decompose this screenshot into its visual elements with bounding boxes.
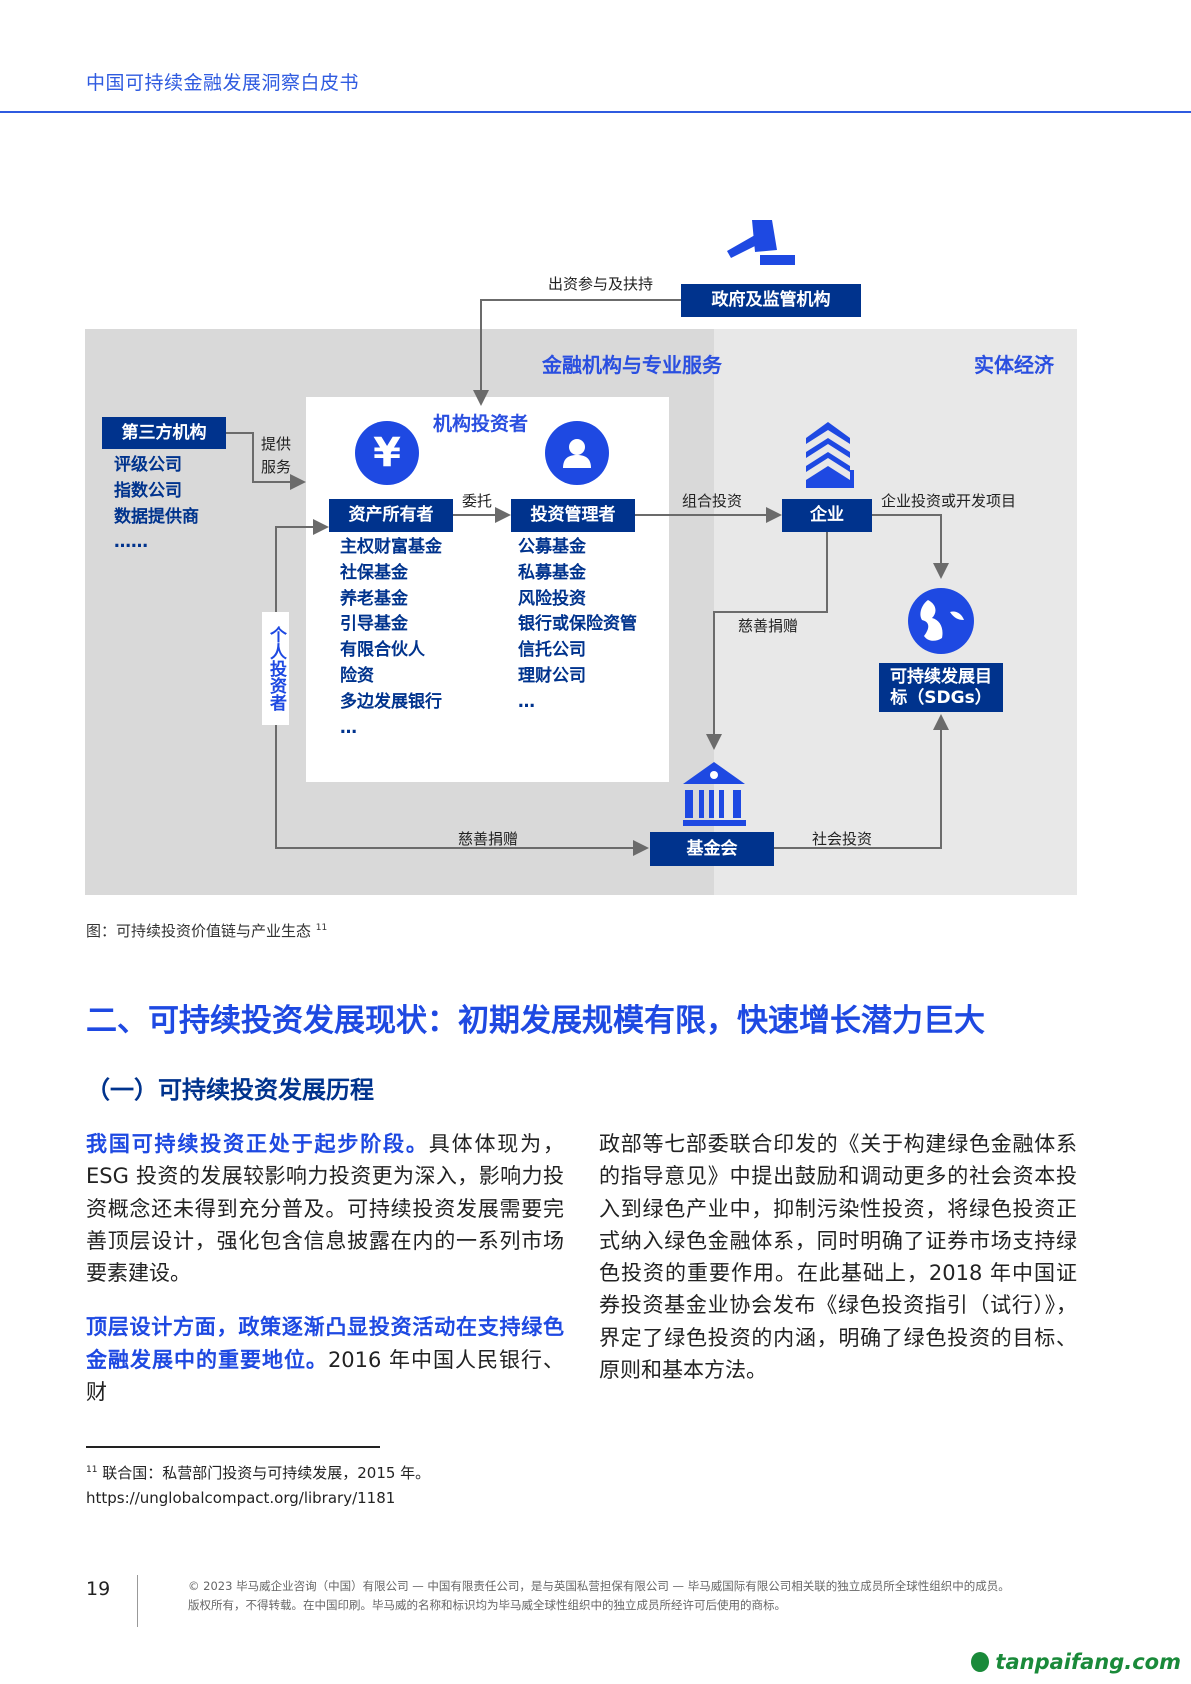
list-item: 主权财富基金 [340,537,442,557]
list-item: …… [114,532,148,553]
list-item: 养老基金 [340,588,408,609]
footer-copyright: © 2023 毕马威企业咨询（中国）有限公司 — 中国有限责任公司，是与英国私营… [188,1577,1010,1615]
list-item: … [518,691,535,712]
globe-icon [908,588,974,654]
body-column-left: 我国可持续投资正处于起步阶段。具体体现为，ESG 投资的发展较影响力投资更为深入… [86,1128,564,1408]
enterprise-invest-label: 企业投资或开发项目 [881,492,1017,510]
caption-text: 图：可持续投资价值链与产业生态 [86,922,312,940]
sdgs-box: 可持续发展目标（SDGs） [879,663,1003,712]
footer-divider [137,1575,138,1627]
body-text: 2016 年中国人民银行、财 [86,1347,565,1405]
building-icon [806,422,854,488]
copyright-line: © 2023 毕马威企业咨询（中国）有限公司 — 中国有限责任公司，是与英国私营… [188,1579,1010,1593]
paragraph: 顶层设计方面，政策逐渐凸显投资活动在支持绿色金融发展中的重要地位。2016 年中… [86,1311,564,1408]
watermark-text: tanpaifang.com [995,1650,1181,1674]
arrow-foundation-to-sdg [774,714,949,849]
body-column-right: 政部等七部委联合印发的《关于构建绿色金融体系的指导意见》中提出鼓励和调动更多的社… [599,1128,1077,1386]
list-item: 有限合伙人 [340,640,425,661]
list-item: 理财公司 [518,665,586,686]
list-item: 评级公司 [114,455,182,475]
list-item: 信托公司 [518,640,586,661]
arrow-enterprise-to-foundation [706,532,828,750]
footnote-number: 11 [86,1465,98,1475]
enterprise-box: 企业 [782,499,872,532]
list-item: 私募基金 [518,562,586,583]
diagram-arrows [226,220,974,856]
zone-real-economy-label: 实体经济 [974,353,1054,377]
section-heading: 二、可持续投资发展现状：初期发展规模有限，快速增长潜力巨大 [86,1003,985,1039]
label-line: 服务 [261,458,292,476]
gavel-icon [727,220,795,265]
investment-manager-box: 投资管理者 [511,499,635,532]
yen-icon: ¥ [355,421,419,485]
zone-finance-label: 金融机构与专业服务 [542,353,722,377]
figure-caption: 图：可持续投资价值链与产业生态 11 [86,920,327,941]
arrow-third-party-service [226,432,306,490]
list-item: … [340,717,357,738]
body-text: 具体体现为，ESG 投资的发展较影响力投资更为深入，影响力投资概念还未得到充分普… [86,1132,564,1286]
list-item: 多边发展银行 [340,691,442,712]
portfolio-label: 组合投资 [682,492,743,510]
list-item: 银行或保险资管 [518,614,637,635]
investment-manager-list: 公募基金 私募基金 风险投资 银行或保险资管 信托公司 理财公司 … [518,535,637,716]
list-item: 风险投资 [518,588,586,609]
asset-owner-list: 主权财富基金 社保基金 养老基金 引导基金 有限合伙人 险资 多边发展银行 … [340,535,442,741]
individual-investor-label: 个人投资者 [262,612,289,725]
paragraph: 我国可持续投资正处于起步阶段。具体体现为，ESG 投资的发展较影响力投资更为深入… [86,1128,564,1289]
list-item: 引导基金 [340,614,408,635]
document-header-title: 中国可持续金融发展洞察白皮书 [86,72,360,94]
list-item: 社保基金 [340,562,408,583]
list-item: 公募基金 [518,537,586,557]
entrust-label: 委托 [462,492,493,510]
provide-service-label: 提供 服务 [261,433,291,479]
highlight-text: 顶层设计方面，政策逐渐凸显投资活动在支持绿色金融发展中的重要地位。 [86,1315,564,1372]
third-party-box: 第三方机构 [102,417,226,449]
gov-arrow-label: 出资参与及扶持 [548,275,654,293]
footnote-ref[interactable]: 11 [315,923,328,933]
charity-label-enterprise: 慈善捐赠 [738,617,799,635]
arrow-individual-to-foundation [275,720,649,856]
list-item: 指数公司 [114,480,182,501]
subsection-heading: （一）可持续投资发展历程 [86,1076,374,1104]
footnote-text: 联合国：私营部门投资与可持续发展，2015 年。 [102,1464,431,1482]
label-line: 提供 [261,435,292,453]
list-item: 数据提供商 [114,506,199,527]
charity-label-individual: 慈善捐赠 [458,830,519,848]
header-divider [0,111,1191,113]
social-invest-label: 社会投资 [812,830,873,848]
footnote-url[interactable]: https://unglobalcompact.org/library/1181 [86,1489,396,1507]
gov-regulator-box: 政府及监管机构 [681,284,861,317]
watermark-logo-icon [971,1652,990,1672]
asset-owner-box: 资产所有者 [329,499,453,532]
footnote-divider [86,1446,380,1448]
page-number: 19 [86,1578,111,1600]
arrow-enterprise-to-sdg [872,514,949,579]
footnote: 11 联合国：私营部门投资与可持续发展，2015 年。 https://ungl… [86,1458,430,1511]
third-party-list: 评级公司 指数公司 数据提供商 …… [114,453,199,556]
foundation-box: 基金会 [650,832,774,866]
foundation-bank-icon [683,762,746,826]
person-icon [545,421,609,485]
arrow-gov-to-investors [473,299,681,406]
paragraph: 政部等七部委联合印发的《关于构建绿色金融体系的指导意见》中提出鼓励和调动更多的社… [599,1132,1077,1383]
copyright-line: 版权所有，不得转载。在中国印刷。毕马威的名称和标识均为毕马威全球性组织中的独立成… [188,1598,786,1612]
institutional-investors-label: 机构投资者 [433,413,529,435]
watermark: tanpaifang.com [971,1650,1181,1674]
list-item: 险资 [340,665,374,686]
highlight-text: 我国可持续投资正处于起步阶段。 [86,1132,429,1156]
